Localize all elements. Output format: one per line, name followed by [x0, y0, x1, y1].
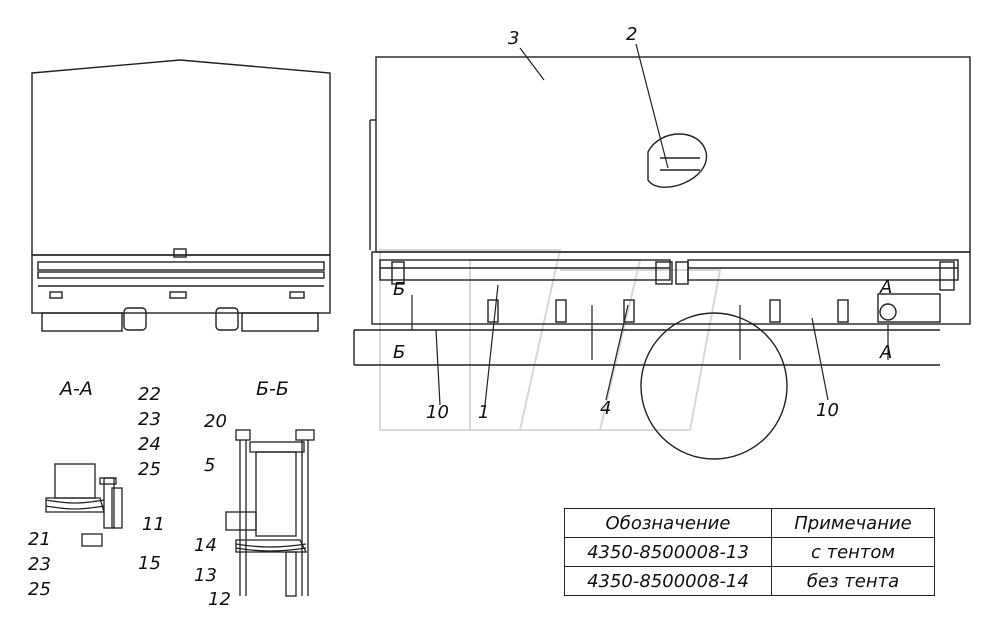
section-bb-title: Б-Б [256, 378, 289, 400]
section-bb-drawing [225, 429, 315, 597]
bb-label-20: 20 [204, 411, 227, 432]
header-designation: Обозначение [564, 508, 772, 538]
callout-10-left: 10 [426, 402, 449, 423]
specification-table: Обозначение Примечание 4350-8500008-13 с… [564, 508, 935, 596]
callout-2: 2 [626, 24, 638, 45]
table-row: 4350-8500008-13 с тентом [564, 537, 935, 567]
row-2-note: без тента [771, 566, 935, 596]
section-mark-b-bottom: Б [393, 342, 406, 363]
header-note: Примечание [771, 508, 935, 538]
bb-label-5: 5 [204, 455, 216, 476]
callout-10-right: 10 [816, 400, 839, 421]
bb-label-12: 12 [208, 589, 231, 610]
section-mark-a-top: А [880, 277, 893, 298]
wheel [640, 312, 788, 460]
leader-lines [411, 43, 889, 406]
table-row: 4350-8500008-14 без тента [564, 566, 935, 596]
callout-3: 3 [508, 28, 520, 49]
row-1-designation: 4350-8500008-13 [564, 537, 772, 567]
front-bolts [49, 291, 305, 299]
aa-label-22: 22 [138, 384, 161, 405]
front-wheels [41, 307, 319, 332]
table-header-row: Обозначение Примечание [564, 508, 935, 538]
aa-label-15: 15 [138, 553, 161, 574]
aa-label-23-low: 23 [28, 554, 51, 575]
row-1-note: с тентом [771, 537, 935, 567]
side-view [353, 56, 971, 460]
section-aa-title: А-А [60, 378, 93, 400]
aa-label-23: 23 [138, 409, 161, 430]
front-view [31, 59, 331, 332]
section-aa-drawing [45, 463, 123, 547]
aa-label-24: 24 [138, 434, 161, 455]
bb-label-13: 13 [194, 565, 217, 586]
aa-label-11: 11 [142, 514, 165, 535]
section-mark-a-bottom: А [880, 342, 893, 363]
callout-1: 1 [478, 402, 490, 423]
aa-label-25: 25 [138, 459, 161, 480]
aa-label-21: 21 [28, 529, 51, 550]
bb-label-14: 14 [194, 535, 217, 556]
aa-label-25-low: 25 [28, 579, 51, 600]
section-mark-b-top: Б [393, 279, 406, 300]
row-2-designation: 4350-8500008-14 [564, 566, 772, 596]
callout-4: 4 [600, 398, 612, 419]
